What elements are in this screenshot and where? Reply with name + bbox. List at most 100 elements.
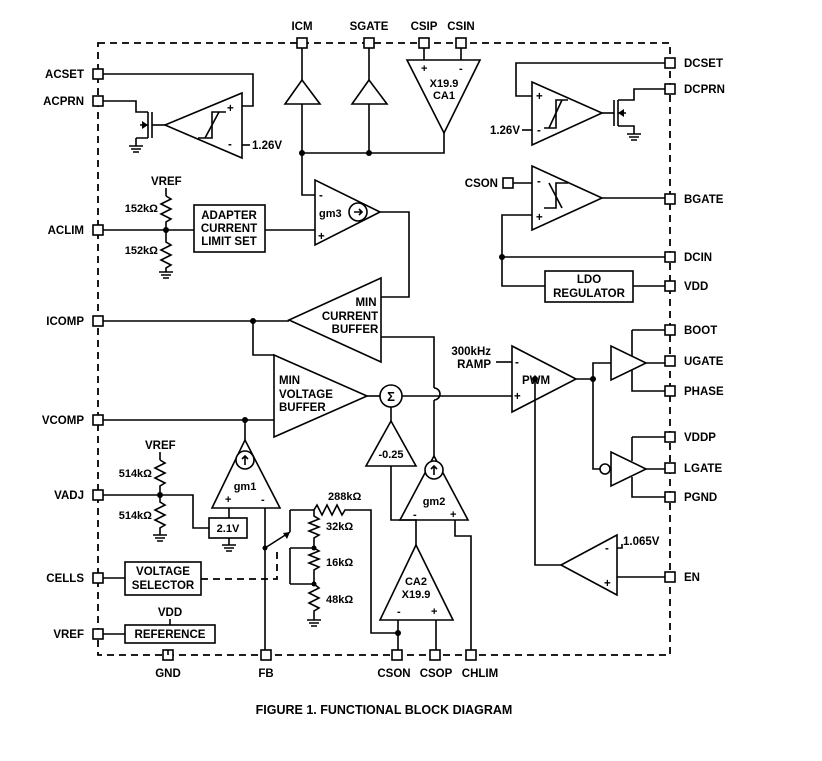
ca2-name: CA2 (405, 576, 427, 588)
acprn-comparator: + - 1.26V (103, 73, 282, 160)
r32-label: 32kΩ (326, 521, 353, 533)
min-voltage-buffer: MIN VOLTAGE BUFFER Σ -0.25 (103, 321, 512, 521)
dcprn-comparator: + - 1.26V (490, 62, 665, 147)
voltage-selector: VOLTAGE SELECTOR (103, 561, 202, 596)
pin-label-cells: CELLS (46, 573, 84, 585)
svg-text:-: - (459, 63, 463, 75)
pin-label-csop: CSOP (420, 668, 453, 680)
figure-caption: FIGURE 1. FUNCTIONAL BLOCK DIAGRAM (256, 703, 513, 717)
top-buffers: + - X19.9 CA1 (283, 48, 482, 196)
pin-label-csip: CSIP (411, 21, 438, 33)
pin-labels-right: DCSET DCPRN BGATE DCIN VDD BOOT UGATE PH… (684, 58, 725, 584)
upper-gate-driver (592, 329, 665, 392)
r152-bot-label: 152kΩ (125, 245, 158, 257)
ca2-amplifier: CA2 X19.9 - + (350, 509, 455, 650)
pin-label-en: EN (684, 572, 700, 584)
pin-labels-bottom: GND FB CSON CSOP CHLIM (155, 668, 498, 680)
gm1-amplifier: gm1 + - 2.1V (208, 420, 282, 650)
ref-2v1-label: 2.1V (217, 523, 240, 535)
pin-label-csin: CSIN (447, 21, 474, 33)
svg-text:+: + (431, 606, 437, 618)
ldo-line-1: LDO (577, 274, 601, 286)
pin-label-icomp: ICOMP (46, 316, 84, 328)
pin-label-vadj: VADJ (54, 490, 84, 502)
ca2-gain: X19.9 (402, 589, 431, 601)
acprn-threshold-label: 1.26V (252, 140, 282, 152)
svg-text:-: - (319, 190, 323, 202)
vref-label-aclim: VREF (151, 176, 182, 188)
gm3-amplifier: - + gm3 (314, 178, 410, 298)
gm2-amplifier: gm2 - + (398, 454, 472, 650)
vref-label-vadj: VREF (145, 440, 176, 452)
gm3-label: gm3 (319, 208, 342, 220)
lower-gate-driver (592, 379, 665, 498)
pin-label-lgate: LGATE (684, 463, 722, 475)
r514-bot-label: 514kΩ (119, 510, 152, 522)
svg-text:-: - (605, 543, 609, 555)
chip-boundary (97, 42, 671, 656)
pin-label-vcomp: VCOMP (42, 415, 85, 427)
svg-text:+: + (227, 103, 234, 115)
svg-text:-: - (537, 176, 541, 188)
svg-text:+: + (536, 91, 543, 103)
svg-text:+: + (604, 578, 611, 590)
svg-text:-: - (397, 606, 401, 618)
r288-label: 288kΩ (328, 491, 361, 503)
pin-label-chlim: CHLIM (462, 668, 498, 680)
pin-label-boot: BOOT (684, 325, 717, 337)
pin-label-fb: FB (258, 668, 273, 680)
fb-resistor-ladder: 288kΩ 32kΩ 16kΩ 48kΩ (201, 491, 361, 627)
min-current-line-3: BUFFER (332, 324, 379, 336)
pin-label-acprn: ACPRN (43, 96, 84, 108)
ca1-name: CA1 (433, 90, 455, 102)
en-comparator: - + 1.065V (532, 376, 665, 597)
dcprn-threshold-label: 1.26V (490, 125, 520, 137)
adapter-line-3: LIMIT SET (201, 236, 257, 248)
svg-text:-: - (537, 125, 541, 137)
svg-text:+: + (514, 391, 521, 403)
r152-top-label: 152kΩ (125, 203, 158, 215)
pin-label-dcprn: DCPRN (684, 84, 725, 96)
adapter-line-2: CURRENT (201, 223, 257, 235)
voltage-selector-line-2: SELECTOR (132, 580, 195, 592)
min-voltage-line-2: VOLTAGE (279, 389, 333, 401)
svg-text:+: + (318, 231, 325, 243)
min-current-line-2: CURRENT (322, 311, 378, 323)
aclim-divider: VREF 152kΩ 152kΩ ADAPTER CURRENT LIMIT S… (103, 176, 315, 279)
ldo-line-2: REGULATOR (553, 288, 625, 300)
pin-label-dcset: DCSET (684, 58, 723, 70)
pwm-comparator: - + PWM 300kHz RAMP (451, 344, 596, 414)
gm1-label: gm1 (234, 481, 257, 493)
pin-labels-left: ACSET ACPRN ACLIM ICOMP VCOMP VADJ CELLS… (42, 69, 85, 641)
pin-label-icm: ICM (291, 21, 312, 33)
pin-label-ugate: UGATE (684, 356, 724, 368)
pin-labels-top: ICM SGATE CSIP CSIN (291, 21, 474, 33)
min-voltage-line-3: BUFFER (279, 402, 326, 414)
pin-label-cson-internal: CSON (465, 178, 498, 190)
pin-label-sgate: SGATE (350, 21, 389, 33)
pin-label-acset: ACSET (45, 69, 84, 81)
pin-label-dcin: DCIN (684, 252, 712, 264)
svg-text:+: + (225, 494, 231, 506)
vdd-label-reference: VDD (158, 607, 182, 619)
min-voltage-line-1: MIN (279, 375, 300, 387)
reference-label: REFERENCE (135, 629, 206, 641)
min-current-buffer: MIN CURRENT BUFFER (103, 276, 441, 456)
r48-label: 48kΩ (326, 594, 353, 606)
bgate-comparator: - + LDO REGULATOR (499, 164, 665, 303)
pin-label-vdd: VDD (684, 281, 708, 293)
min-current-line-1: MIN (355, 297, 376, 309)
ramp-line-2: RAMP (457, 359, 491, 371)
svg-text:+: + (536, 212, 543, 224)
vadj-divider: VREF 514kΩ 514kΩ (103, 440, 209, 542)
pin-label-pgnd: PGND (684, 492, 717, 504)
pin-label-vref: VREF (53, 629, 84, 641)
gm2-label: gm2 (423, 496, 446, 508)
en-threshold-label: 1.065V (623, 536, 660, 548)
pin-label-aclim: ACLIM (48, 225, 84, 237)
reference-block: VDD REFERENCE (103, 607, 216, 644)
sum-symbol: Σ (387, 389, 395, 404)
pin-label-cson: CSON (377, 668, 410, 680)
svg-text:-: - (413, 509, 417, 521)
